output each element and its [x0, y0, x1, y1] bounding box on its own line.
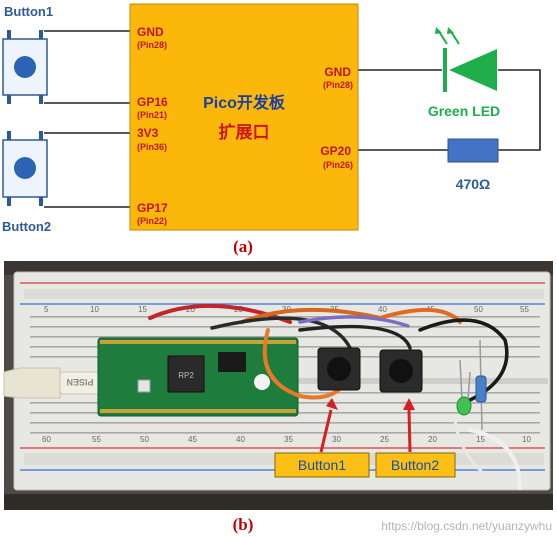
schematic-a: Button1 Button2 Pico开发板 扩展口 GND (Pin28) …: [2, 3, 541, 256]
caption-b: (b): [233, 515, 254, 534]
ruler-bottom-25: 25: [380, 435, 389, 444]
pin-number-gnd-right: (Pin28): [323, 80, 353, 90]
pico-board: [129, 3, 359, 231]
callout-button2-label: Button2: [391, 457, 439, 473]
usb-brand-text: PISEN: [66, 377, 93, 387]
button1-label: Button1: [4, 4, 53, 19]
led-label: Green LED: [428, 103, 500, 119]
resistor-label: 470Ω: [456, 176, 491, 192]
push-button-2: [2, 131, 48, 206]
push-button-photo-1: [317, 347, 361, 391]
push-button-1: [2, 30, 48, 104]
button2-label: Button2: [2, 219, 51, 234]
ruler-top-15: 15: [138, 305, 147, 314]
ruler-bottom-10: 10: [522, 435, 531, 444]
wires: [44, 30, 541, 208]
pin-number-gp17: (Pin22): [137, 216, 167, 226]
callout-button2: [375, 452, 456, 478]
bootsel-button: [137, 379, 151, 393]
pin-name-gp17: GP17: [137, 201, 168, 215]
ruler-bottom-40: 40: [236, 435, 245, 444]
board-subtitle: 扩展口: [219, 122, 270, 142]
push-button-photo-2: [379, 349, 423, 393]
ruler-bottom-35: 35: [284, 435, 293, 444]
pin-number-gnd-left: (Pin28): [137, 40, 167, 50]
ruler-bottom-55: 55: [92, 435, 101, 444]
button-cap-icon: [14, 157, 36, 179]
pin-name-gp20: GP20: [320, 144, 351, 158]
callout-button1-label: Button1: [298, 457, 346, 473]
button-cap-icon: [14, 56, 36, 78]
ruler-bottom-20: 20: [428, 435, 437, 444]
ruler-bottom-45: 45: [188, 435, 197, 444]
watermark: https://blog.csdn.net/yuanzywhu: [381, 519, 552, 533]
wire-led-resistor: [498, 69, 541, 151]
ruler-top-50: 50: [474, 305, 483, 314]
pin-name-gp16: GP16: [137, 95, 168, 109]
pin-number-3v3: (Pin36): [137, 142, 167, 152]
ruler-top-55: 55: [520, 305, 529, 314]
jumper-wires: [148, 303, 522, 490]
chip-label: RP2: [178, 371, 194, 380]
led-diode-icon: [435, 27, 497, 92]
board-title: Pico开发板: [203, 93, 286, 112]
raspberry-logo-icon: [254, 374, 270, 390]
resistor-icon: [447, 138, 499, 163]
callout-arrows: [319, 398, 415, 453]
pin-number-gp20: (Pin26): [323, 160, 353, 170]
led-photo-icon: [456, 359, 472, 416]
ruler-top-40: 40: [378, 305, 387, 314]
pin-number-gp16: (Pin21): [137, 110, 167, 120]
ruler-bottom-60: 60: [42, 435, 51, 444]
pin-name-3v3: 3V3: [137, 126, 159, 140]
caption-a: (a): [233, 237, 253, 256]
usb-cable: PISEN: [3, 367, 115, 399]
pin-name-gnd-right: GND: [324, 65, 351, 79]
resistor-photo-icon: [475, 339, 487, 431]
photo-b: 5 10 15 20 25 30 35 40 45 50 55 60 55 50…: [3, 261, 553, 510]
ruler-bottom-30: 30: [332, 435, 341, 444]
ruler-top-5: 5: [44, 305, 49, 314]
callout-button1: [274, 452, 370, 478]
ruler-bottom-50: 50: [140, 435, 149, 444]
pico-board-photo: RP2: [97, 337, 299, 417]
ruler-bottom-15: 15: [476, 435, 485, 444]
ruler-top-20: 20: [186, 305, 195, 314]
pin-name-gnd-left: GND: [137, 25, 164, 39]
ruler-top-10: 10: [90, 305, 99, 314]
